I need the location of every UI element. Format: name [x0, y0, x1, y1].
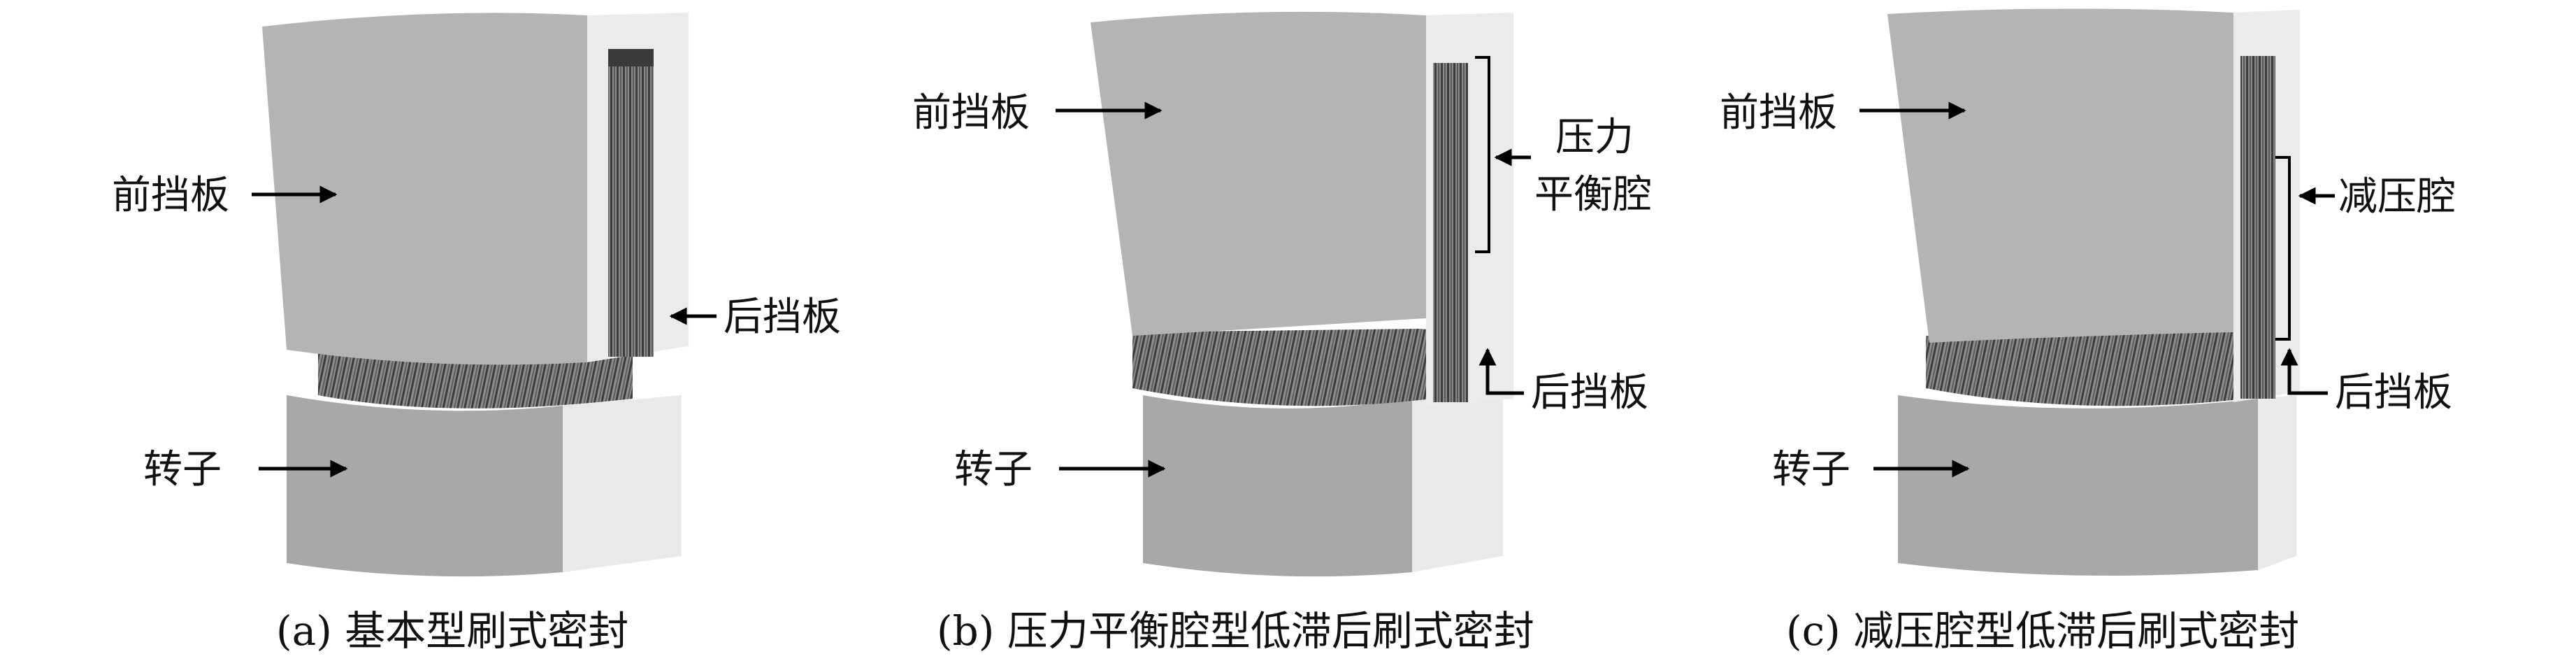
panel-b-rotor: [1143, 395, 1503, 577]
label-rotor: 转子: [954, 447, 1032, 492]
panel-c-front-plate: [1887, 8, 2233, 343]
caption-c: (c) 减压腔型低滞后刷式密封: [1786, 607, 2299, 655]
caption-b: (b) 压力平衡腔型低滞后刷式密封: [937, 607, 1534, 655]
label-cavity-line2: 平衡腔: [1534, 172, 1652, 218]
front-plate-face: [262, 13, 587, 365]
arrow-back-plate: [2280, 348, 2328, 395]
cavity-bracket: [2275, 156, 2291, 341]
rotor-front-face: [287, 395, 563, 577]
panel-a-rotor: [287, 395, 682, 577]
panel-a-back-plate: [587, 13, 689, 362]
bristle-pack: [1132, 329, 1458, 406]
bristle-strip: [2240, 56, 2275, 399]
bristle-strip: [608, 49, 654, 357]
bristle-strip: [1433, 63, 1468, 402]
rotor-front-face: [1898, 395, 2258, 576]
cavity-bracket: [1475, 56, 1490, 253]
bristle-cap: [608, 49, 654, 66]
panel-c-back-plate: [2233, 10, 2300, 402]
rotor-side-face: [563, 395, 682, 572]
bristle-pack: [1926, 329, 2275, 406]
rotor-front-face: [1143, 395, 1412, 577]
label-back-plate: 后挡板: [1531, 370, 1648, 415]
panel-a: 前挡板 后挡板 转子 (a) 基本型刷式密封: [112, 13, 841, 655]
label-front-plate: 前挡板: [112, 173, 229, 218]
panel-b-front-plate: [1091, 11, 1426, 336]
label-rotor: 转子: [1772, 447, 1850, 492]
label-front-plate: 前挡板: [912, 90, 1030, 136]
label-back-plate: 后挡板: [724, 294, 841, 340]
label-back-plate: 后挡板: [2335, 370, 2452, 415]
label-rotor: 转子: [143, 447, 222, 492]
rotor-side-face: [1412, 395, 1503, 572]
front-plate-face: [1887, 8, 2233, 343]
front-plate-face: [1091, 11, 1426, 336]
label-cavity-line1: 压力: [1555, 115, 1634, 160]
panel-c-rotor: [1898, 395, 2296, 576]
label-front-plate: 前挡板: [1720, 90, 1837, 136]
panel-b-back-plate: [1426, 13, 1513, 406]
panel-b: 前挡板 压力 平衡腔 后挡板 转子 (b) 压力平衡腔型低滞后刷式密封: [912, 11, 1652, 655]
label-cavity: 减压腔: [2338, 174, 2456, 220]
arrow-back-plate: [1478, 348, 1524, 395]
caption-a: (a) 基本型刷式密封: [276, 607, 628, 655]
panel-c: 前挡板 减压腔 后挡板 转子 (c) 减压腔型低滞后刷式密封: [1720, 8, 2456, 655]
rotor-side-face: [2258, 395, 2296, 570]
panel-a-front-plate: [262, 13, 587, 365]
